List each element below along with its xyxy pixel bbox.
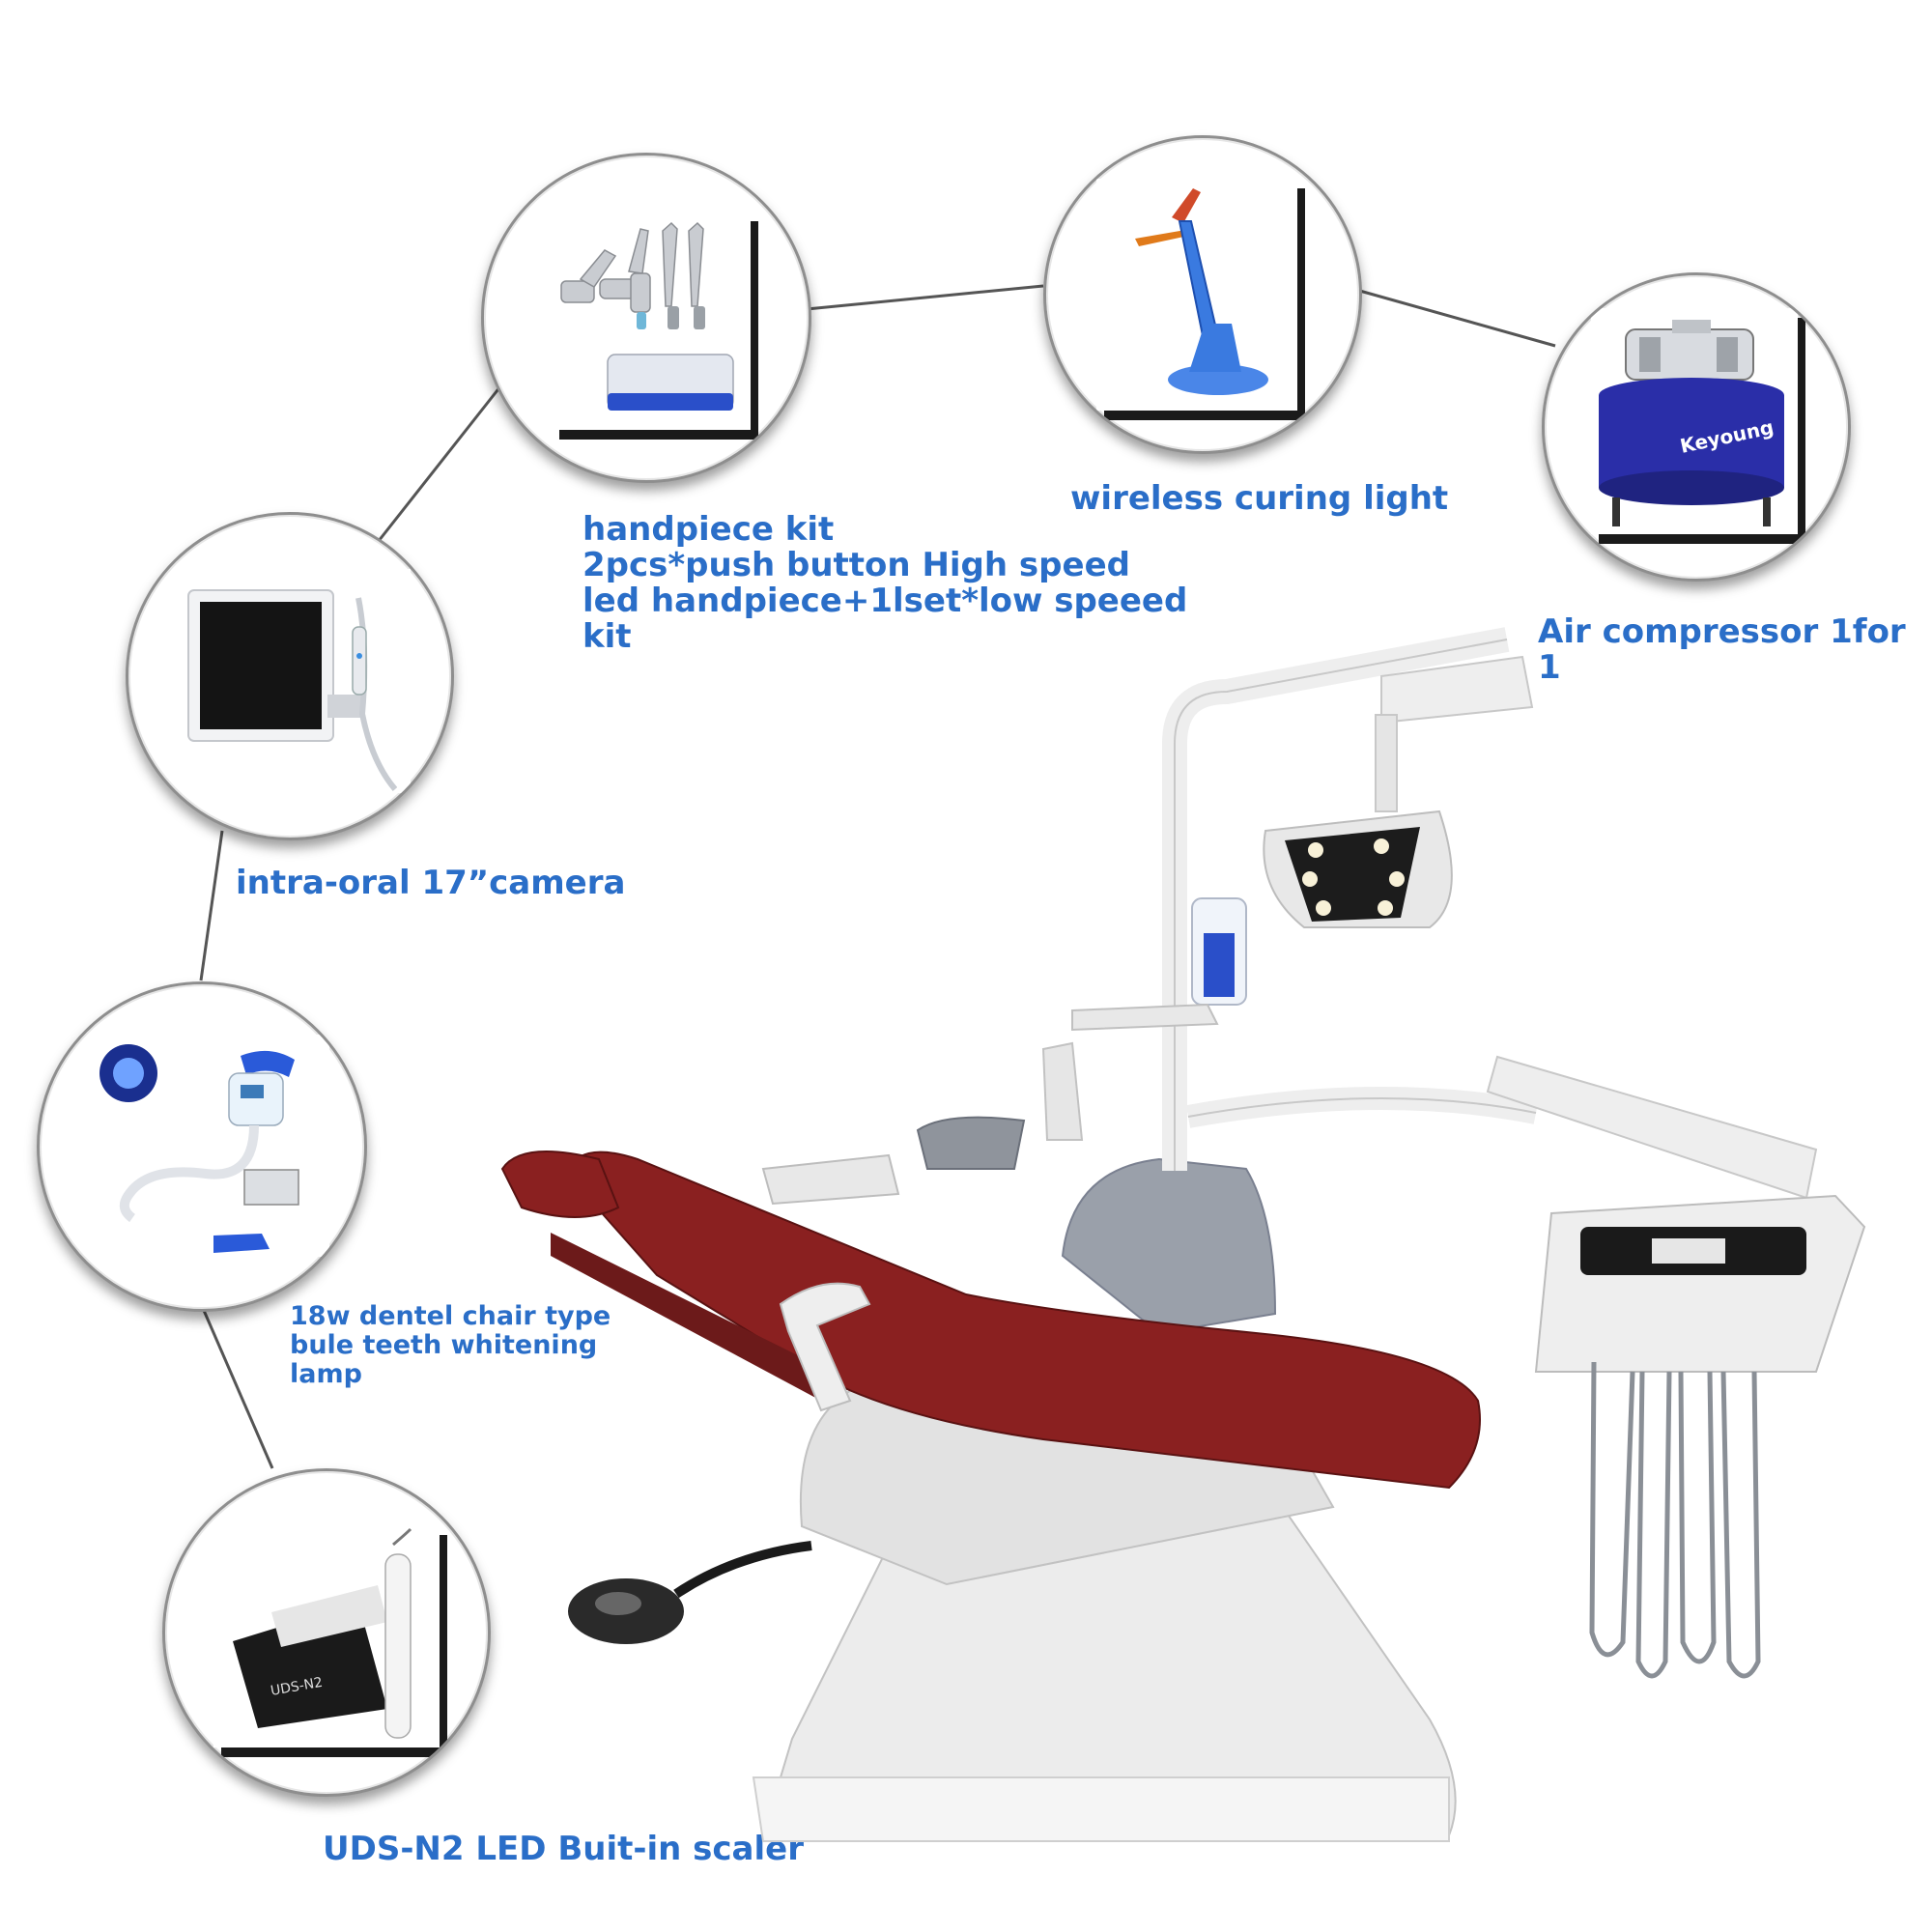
scaler-label: UDS-N2 LED Buit-in scaler xyxy=(323,1830,804,1868)
handpiece-kit-icon xyxy=(552,212,751,430)
whitening-lamp-label: 18w dentel chair type bule teeth whiteni… xyxy=(290,1301,611,1389)
air-compressor-label: Air compressor 1for 1 xyxy=(1538,612,1906,687)
connector-handpiece-camera xyxy=(373,381,506,547)
handpiece-kit-label: handpiece kit 2pcs*push button High spee… xyxy=(582,510,1188,656)
connector-handpiece-curing xyxy=(806,284,1044,311)
connector-curing-compressor xyxy=(1355,288,1556,348)
ultrasonic-scaler-icon: UDS-N2 xyxy=(213,1525,440,1747)
camera-bubble xyxy=(126,512,454,840)
camera-label: intra-oral 17”camera xyxy=(236,864,626,902)
curing-light-bubble xyxy=(1043,135,1362,454)
connector-whitening-scaler xyxy=(197,1298,274,1469)
curing-light-label: wireless curing light xyxy=(1070,479,1449,518)
air-compressor-icon: Keyoung xyxy=(1591,308,1798,534)
whitening-lamp-bubble xyxy=(37,981,367,1312)
intraoral-camera-icon xyxy=(183,569,411,793)
curing-light-icon xyxy=(1096,179,1297,411)
whitening-lamp-icon xyxy=(90,1035,329,1257)
connector-camera-whitening xyxy=(199,830,224,981)
scaler-bubble: UDS-N2 xyxy=(162,1468,491,1797)
handpiece-bubble xyxy=(481,153,811,483)
air-compressor-bubble: Keyoung xyxy=(1542,272,1851,582)
